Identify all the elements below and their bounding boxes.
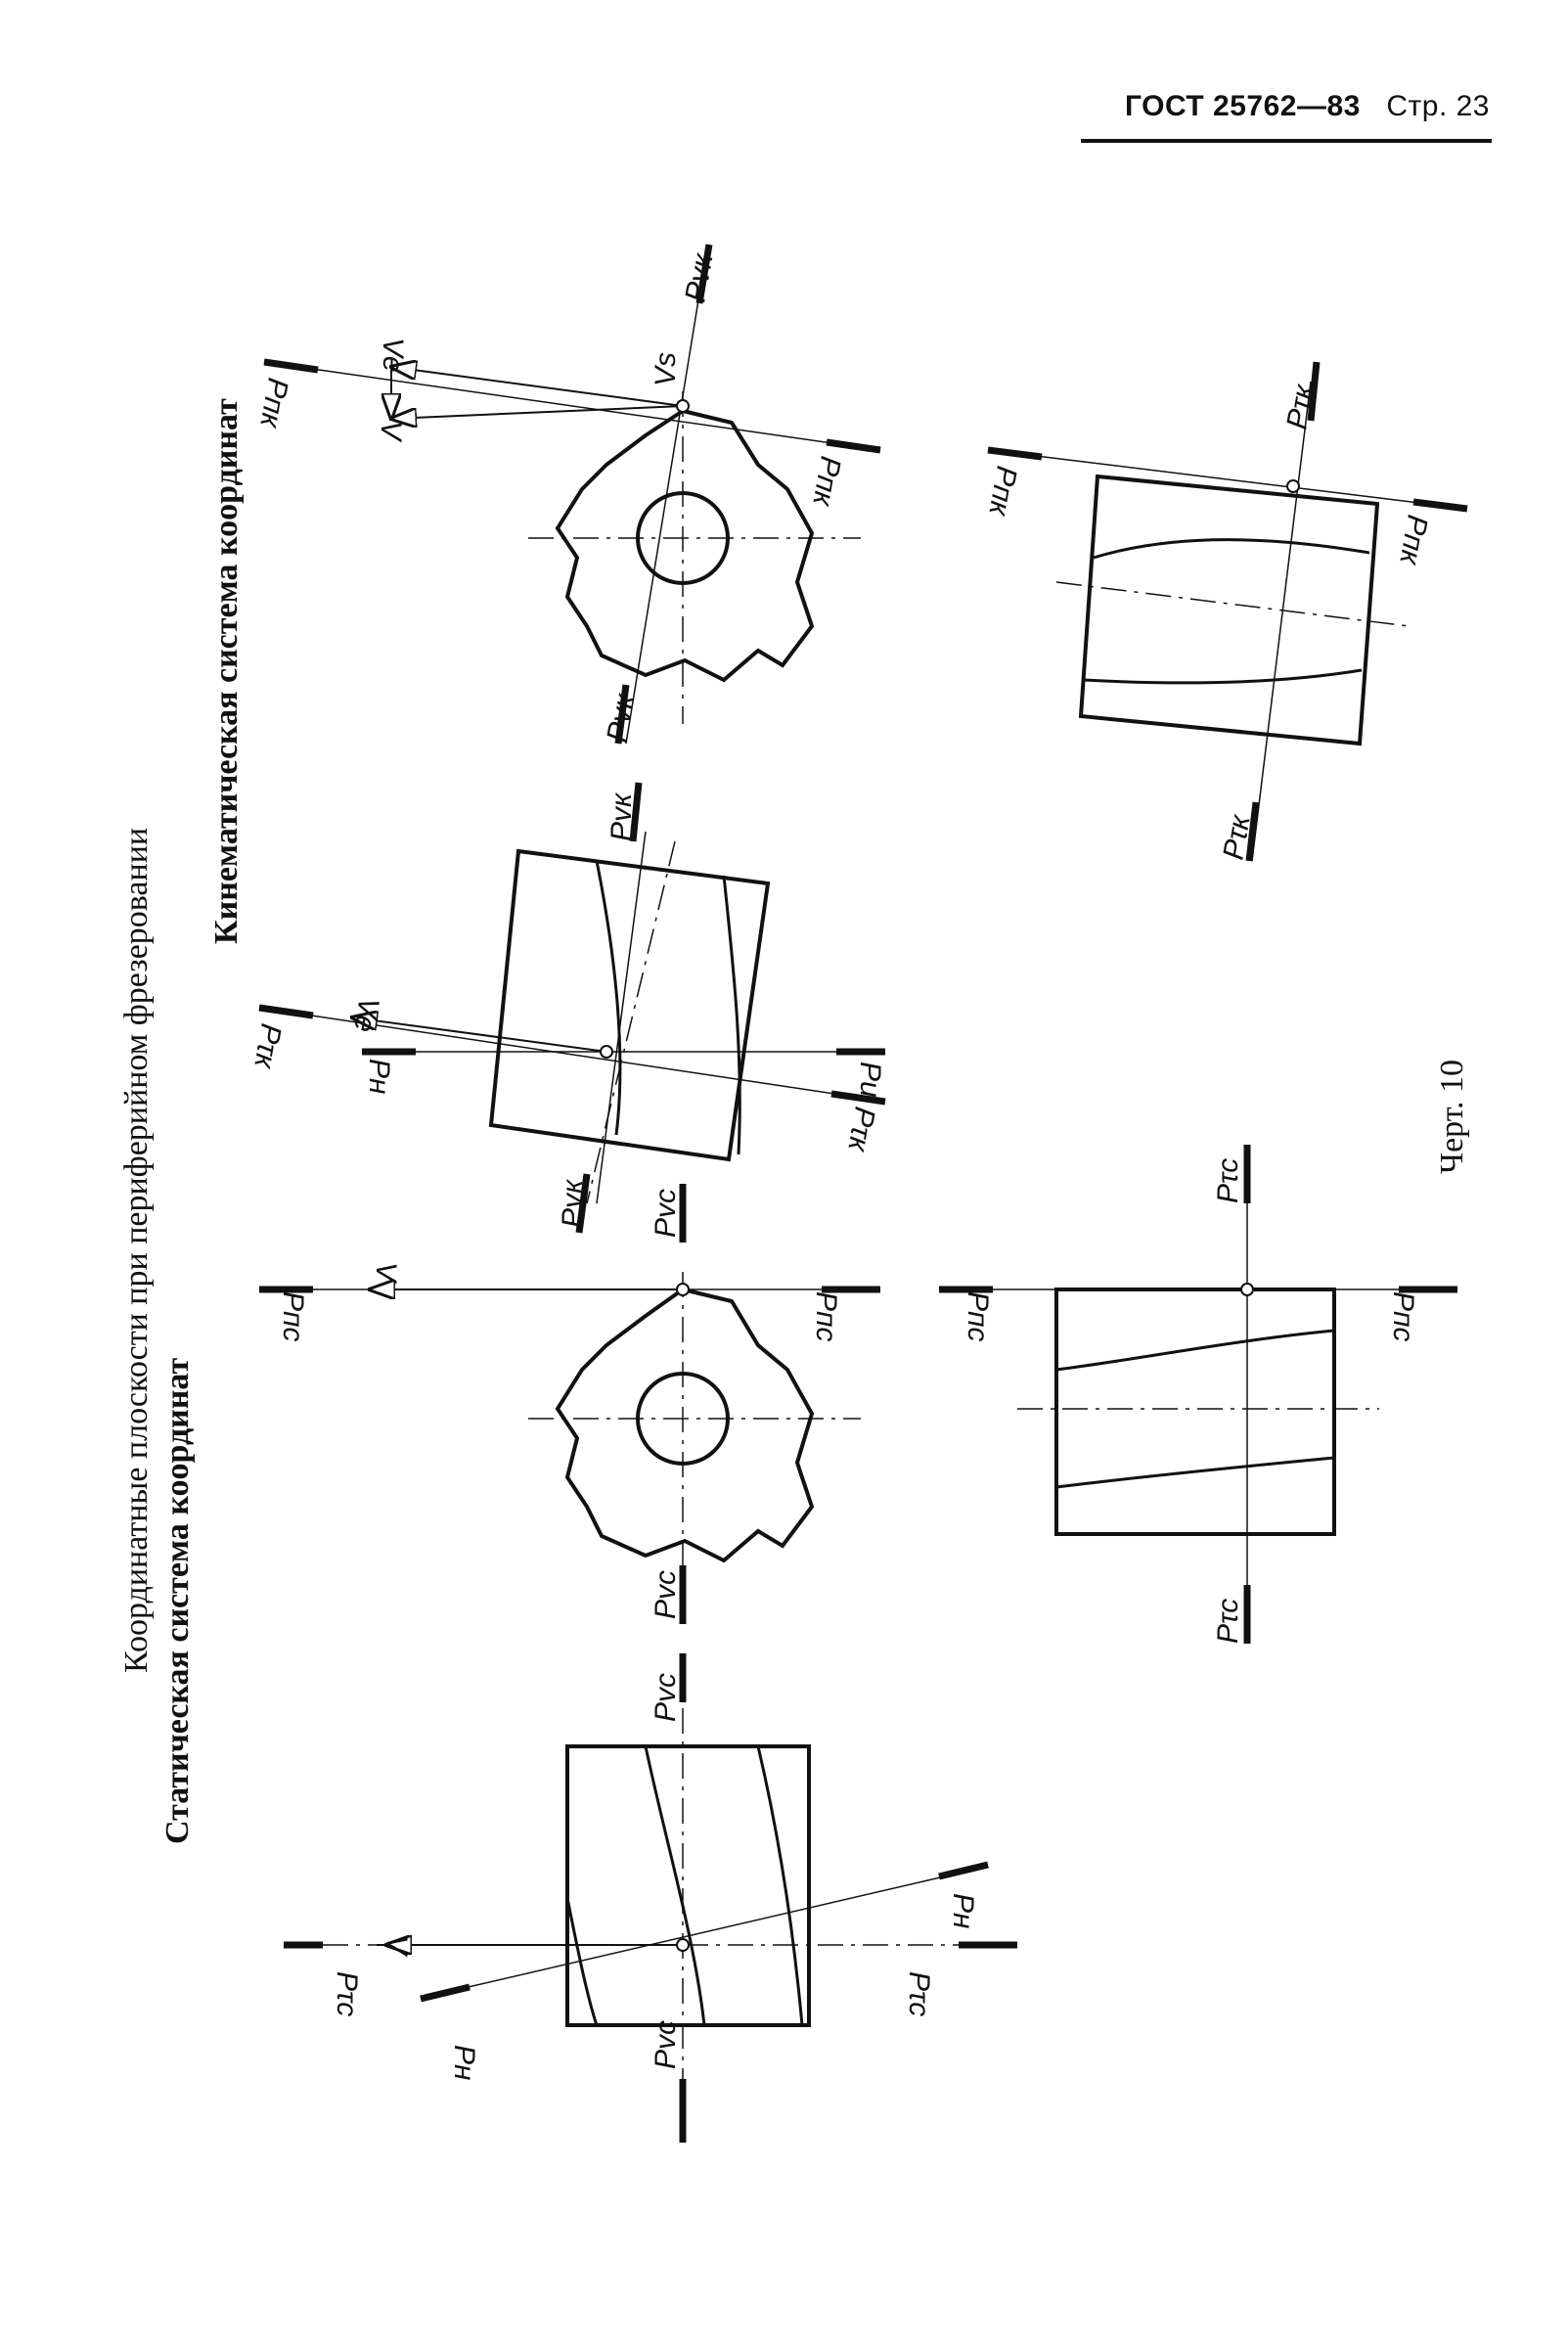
page-header: ГОСТ 25762—83 Стр. 23	[1125, 90, 1490, 123]
title-kinematic: Кинематическая система координат	[208, 398, 245, 944]
static-cutter-side-view	[284, 1653, 1017, 2143]
label-pnc-4: Pпc	[1387, 1291, 1419, 1342]
kinematic-cutter-end-view	[263, 244, 881, 745]
label-ptk-2: Pτк	[841, 1105, 881, 1155]
label-ptc-1: Pτc	[331, 1971, 363, 2016]
kinematic-cutter-side-view	[258, 782, 886, 1234]
label-pnc-1: Pпc	[277, 1291, 309, 1342]
label-pvk-2: Pvк	[557, 1178, 589, 1228]
page-number: Стр. 23	[1386, 90, 1490, 122]
label-v-static-end: V	[370, 1262, 402, 1285]
label-pu: Pи	[854, 1062, 886, 1098]
label-pnk-4: Pпк	[1393, 513, 1434, 568]
label-pvk-3: Pvк	[679, 249, 719, 304]
label-ptk-1: Pτк	[247, 1021, 288, 1072]
label-ptc-2: Pτc	[903, 1971, 935, 2016]
label-ptc-3: Pτc	[1212, 1158, 1244, 1203]
label-ph-2: Pн	[947, 1893, 979, 1929]
label-ve-2: Ve	[377, 338, 409, 373]
title-static: Статическая система координат	[159, 1358, 196, 1844]
label-ptc-4: Pτc	[1212, 1599, 1244, 1644]
label-ph-3: Pн	[363, 1059, 395, 1095]
static-workpiece-view	[939, 1145, 1457, 1644]
title-main: Координатные плоскости при периферийном …	[118, 828, 155, 1673]
figure-caption: Черт. 10	[1434, 1060, 1470, 1174]
label-pvc-3: Pvc	[650, 1189, 682, 1238]
label-ptk-3: Pτк	[1280, 381, 1321, 431]
label-pnk-3: Pпк	[982, 464, 1023, 520]
label-pvc-1: Pvc	[650, 2020, 682, 2069]
static-cutter-end-view	[259, 1184, 880, 1624]
label-pvk-4: Pvк	[601, 690, 641, 745]
label-v-kin: V	[375, 421, 407, 443]
label-ve-1: Ve	[347, 995, 385, 1035]
label-pnc-3: Pпc	[962, 1291, 994, 1342]
label-pvc-2: Pvc	[650, 1673, 682, 1722]
label-v-static-side: V	[381, 1935, 413, 1958]
header-rule	[1081, 139, 1492, 143]
label-ptk-4: Pτк	[1217, 811, 1257, 862]
label-pvc-4: Pvc	[650, 1570, 682, 1619]
kinematic-workpiece-view	[987, 361, 1468, 862]
label-ph-1: Pн	[448, 2045, 480, 2081]
label-vs: Vs	[650, 352, 682, 386]
label-pvk-1: Pvк	[605, 791, 638, 841]
label-pnc-2: Pпc	[810, 1291, 842, 1342]
label-pnk-2: Pпк	[806, 454, 847, 510]
label-pnk-1: Pпк	[253, 376, 294, 431]
gost-number: ГОСТ 25762—83	[1125, 90, 1361, 122]
